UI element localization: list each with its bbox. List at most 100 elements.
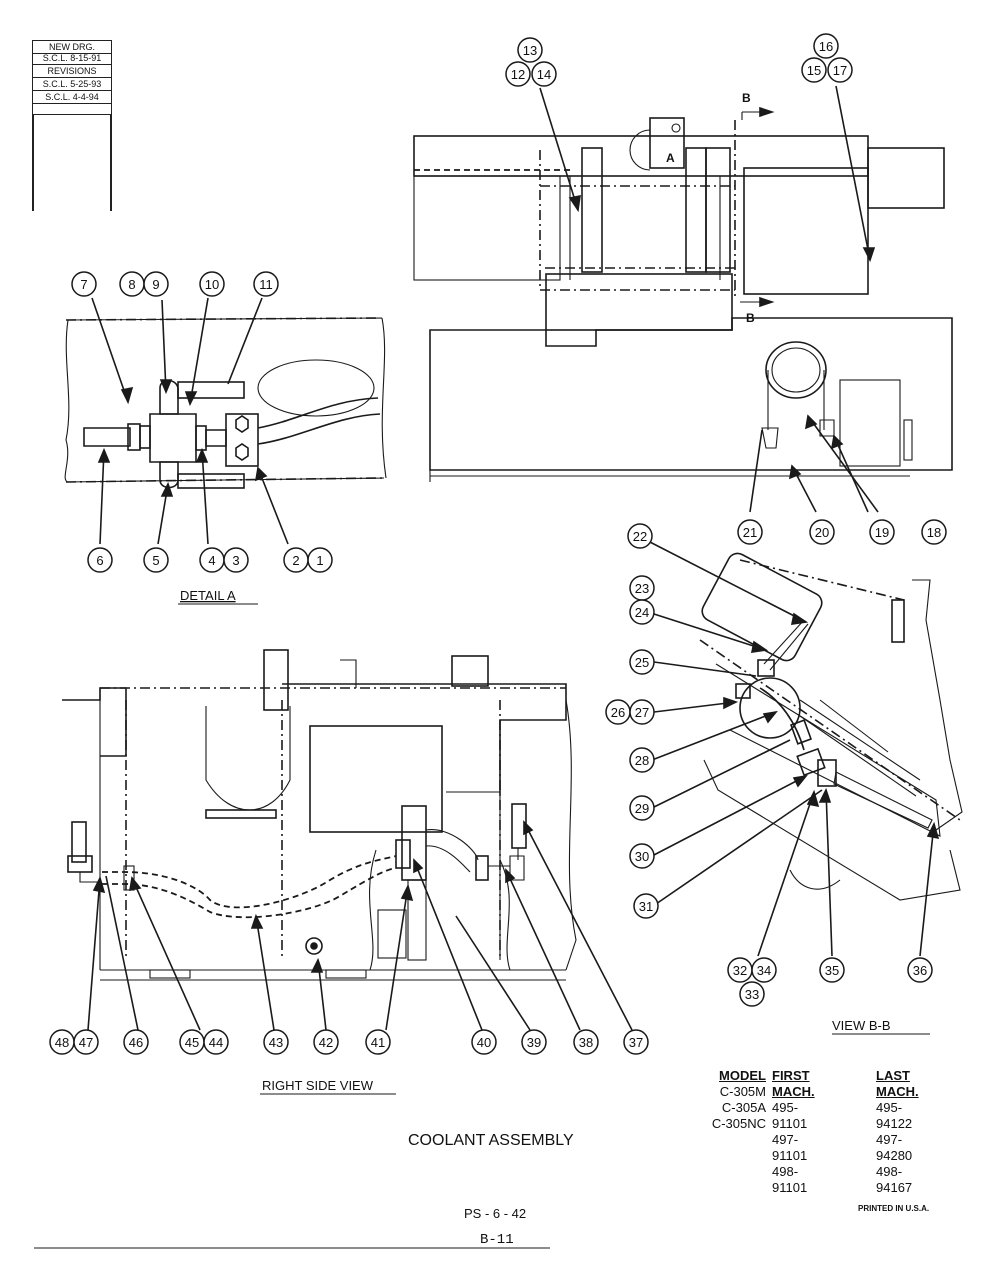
callout-17: 17 xyxy=(827,57,853,83)
svg-text:38: 38 xyxy=(579,1035,593,1050)
callout-19: 19 xyxy=(869,519,895,545)
detail-mark-a: A xyxy=(666,151,675,165)
callout-4: 4 xyxy=(199,547,225,573)
detail-a-label: DETAIL A xyxy=(180,588,236,603)
callout-15: 15 xyxy=(801,57,827,83)
svg-text:45: 45 xyxy=(185,1035,199,1050)
callout-45: 45 xyxy=(179,1029,205,1055)
callout-1: 1 xyxy=(307,547,333,573)
last-machine-row-2: 497-94280 xyxy=(876,1132,913,1163)
callout-34: 34 xyxy=(751,957,777,983)
svg-text:46: 46 xyxy=(129,1035,143,1050)
callout-48: 48 xyxy=(49,1029,75,1055)
svg-text:20: 20 xyxy=(815,525,829,540)
callout-42: 42 xyxy=(313,1029,339,1055)
revision-blank xyxy=(33,104,111,115)
svg-text:18: 18 xyxy=(927,525,941,540)
svg-text:11: 11 xyxy=(259,277,273,292)
callout-24: 24 xyxy=(629,599,655,625)
revision-new-drawing: NEW DRG. xyxy=(33,41,111,54)
svg-text:34: 34 xyxy=(757,963,771,978)
callout-21: 21 xyxy=(737,519,763,545)
callout-balloons: 7 8 9 10 11 6 5 4 3 2 1 13 12 14 16 15 1… xyxy=(49,33,947,1055)
svg-text:40: 40 xyxy=(477,1035,491,1050)
callout-18: 18 xyxy=(921,519,947,545)
last-machine-header: LAST MACH. xyxy=(876,1068,919,1099)
callout-2: 2 xyxy=(283,547,309,573)
callout-46: 46 xyxy=(123,1029,149,1055)
svg-text:39: 39 xyxy=(527,1035,541,1050)
svg-text:14: 14 xyxy=(537,67,551,82)
svg-text:3: 3 xyxy=(232,553,239,568)
svg-text:31: 31 xyxy=(639,899,653,914)
svg-text:29: 29 xyxy=(635,801,649,816)
model-column: MODEL C-305M C-305A C-305NC xyxy=(690,1068,766,1132)
section-mark-top: B xyxy=(742,91,751,105)
svg-text:4: 4 xyxy=(208,553,215,568)
view-bb-label: VIEW B-B xyxy=(832,1018,891,1033)
callout-26: 26 xyxy=(605,699,631,725)
callout-8: 8 xyxy=(119,271,145,297)
svg-text:22: 22 xyxy=(633,529,647,544)
svg-text:37: 37 xyxy=(629,1035,643,1050)
callout-37: 37 xyxy=(623,1029,649,1055)
revision-date-1: S.C.L. 8-15-91 xyxy=(33,52,111,65)
page-code: PS - 6 - 42 xyxy=(464,1206,527,1221)
last-machine-column: LAST MACH. 495-94122 497-94280 498-94167 xyxy=(876,1068,919,1196)
callout-14: 14 xyxy=(531,61,557,87)
callout-13: 13 xyxy=(517,37,543,63)
svg-text:2: 2 xyxy=(292,553,299,568)
svg-text:47: 47 xyxy=(79,1035,93,1050)
right-side-view-label: RIGHT SIDE VIEW xyxy=(262,1078,374,1093)
svg-text:25: 25 xyxy=(635,655,649,670)
callout-6: 6 xyxy=(87,547,113,573)
svg-text:43: 43 xyxy=(269,1035,283,1050)
callout-35: 35 xyxy=(819,957,845,983)
svg-text:33: 33 xyxy=(745,987,759,1002)
callout-30: 30 xyxy=(629,843,655,869)
leader-arrowheads xyxy=(92,194,940,973)
model-row-2: C-305A xyxy=(721,1100,766,1115)
callout-41: 41 xyxy=(365,1029,391,1055)
callout-29: 29 xyxy=(629,795,655,821)
model-header: MODEL xyxy=(719,1068,766,1083)
first-machine-row-2: 497-91101 xyxy=(772,1132,808,1163)
revision-block: NEW DRG. S.C.L. 8-15-91 REVISIONS S.C.L.… xyxy=(32,40,112,211)
model-row-1: C-305M xyxy=(719,1084,766,1099)
svg-text:32: 32 xyxy=(733,963,747,978)
callout-31: 31 xyxy=(633,893,659,919)
svg-text:42: 42 xyxy=(319,1035,333,1050)
callout-33: 33 xyxy=(739,981,765,1007)
revision-date-3: S.C.L. 4-4-94 xyxy=(33,91,111,104)
svg-text:23: 23 xyxy=(635,581,649,596)
callout-3: 3 xyxy=(223,547,249,573)
svg-text:30: 30 xyxy=(635,849,649,864)
svg-text:13: 13 xyxy=(523,43,537,58)
top-view-machine: B B A xyxy=(413,91,953,482)
svg-text:5: 5 xyxy=(152,553,159,568)
svg-text:36: 36 xyxy=(913,963,927,978)
svg-text:28: 28 xyxy=(635,753,649,768)
svg-text:16: 16 xyxy=(819,39,833,54)
drawing-title: COOLANT ASSEMBLY xyxy=(408,1132,574,1149)
svg-text:21: 21 xyxy=(743,525,757,540)
svg-text:6: 6 xyxy=(96,553,103,568)
svg-text:44: 44 xyxy=(209,1035,223,1050)
svg-text:1: 1 xyxy=(316,553,323,568)
callout-22: 22 xyxy=(627,523,653,549)
revision-block-tail xyxy=(33,115,111,211)
callout-5: 5 xyxy=(143,547,169,573)
svg-text:26: 26 xyxy=(611,705,625,720)
right-side-view xyxy=(62,649,577,981)
svg-text:19: 19 xyxy=(875,525,889,540)
callout-44: 44 xyxy=(203,1029,229,1055)
callout-7: 7 xyxy=(71,271,97,297)
svg-text:27: 27 xyxy=(635,705,649,720)
callout-39: 39 xyxy=(521,1029,547,1055)
revision-date-2: S.C.L. 5-25-93 xyxy=(33,78,111,91)
callout-36: 36 xyxy=(907,957,933,983)
callout-40: 40 xyxy=(471,1029,497,1055)
detail-a-view xyxy=(64,317,387,489)
callout-43: 43 xyxy=(263,1029,289,1055)
svg-text:9: 9 xyxy=(152,277,159,292)
